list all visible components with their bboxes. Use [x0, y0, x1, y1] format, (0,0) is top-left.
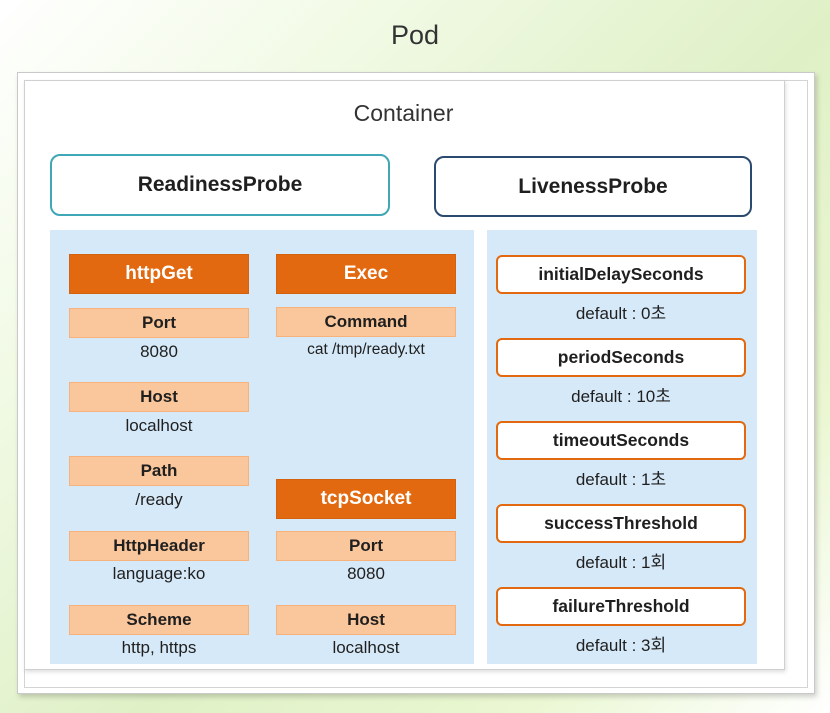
httpget-field-httpheader-value: language:ko	[112, 564, 206, 583]
httpget-field-port-label[interactable]: Port	[69, 308, 249, 338]
liveness-item-initialdelayseconds[interactable]: initialDelaySeconds	[496, 255, 746, 294]
tcpsocket-field-port-value: 8080	[347, 564, 385, 583]
liveness-item-successthreshold[interactable]: successThreshold	[496, 504, 746, 543]
readiness-probe-header[interactable]: ReadinessProbe	[50, 154, 390, 216]
liveness-default-timeoutseconds: default : 1초	[575, 470, 667, 489]
httpget-field-path-label[interactable]: Path	[69, 456, 249, 486]
tcpsocket-field-host-label[interactable]: Host	[276, 605, 456, 635]
tcpsocket-field-host-value: localhost	[332, 638, 400, 657]
liveness-item-periodseconds[interactable]: periodSeconds	[496, 338, 746, 377]
liveness-default-initialdelayseconds: default : 0초	[575, 304, 667, 323]
liveness-default-periodseconds: default : 10초	[571, 387, 671, 406]
liveness-default-failurethreshold: default : 3회	[575, 636, 667, 655]
readiness-probe-panel	[50, 230, 474, 664]
exec-header[interactable]: Exec	[276, 254, 456, 294]
tcpsocket-field-port-label[interactable]: Port	[276, 531, 456, 561]
httpget-field-httpheader-label[interactable]: HttpHeader	[69, 531, 249, 561]
httpget-field-host-label[interactable]: Host	[69, 382, 249, 412]
httpget-field-scheme-label[interactable]: Scheme	[69, 605, 249, 635]
httpget-field-port-value: 8080	[140, 342, 178, 361]
tcpsocket-header[interactable]: tcpSocket	[276, 479, 456, 519]
exec-field-command-label[interactable]: Command	[276, 307, 456, 337]
httpget-field-path-value: /ready	[135, 490, 183, 509]
httpget-field-host-value: localhost	[125, 416, 193, 435]
liveness-default-successthreshold: default : 1회	[575, 553, 667, 572]
httpget-header[interactable]: httpGet	[69, 254, 249, 294]
exec-field-command-value: cat /tmp/ready.txt	[307, 341, 425, 358]
liveness-item-failurethreshold[interactable]: failureThreshold	[496, 587, 746, 626]
container-title: Container	[353, 100, 454, 126]
pod-title: Pod	[390, 20, 440, 50]
httpget-field-scheme-value: http, https	[121, 638, 197, 657]
liveness-probe-header[interactable]: LivenessProbe	[434, 156, 752, 217]
liveness-item-timeoutseconds[interactable]: timeoutSeconds	[496, 421, 746, 460]
